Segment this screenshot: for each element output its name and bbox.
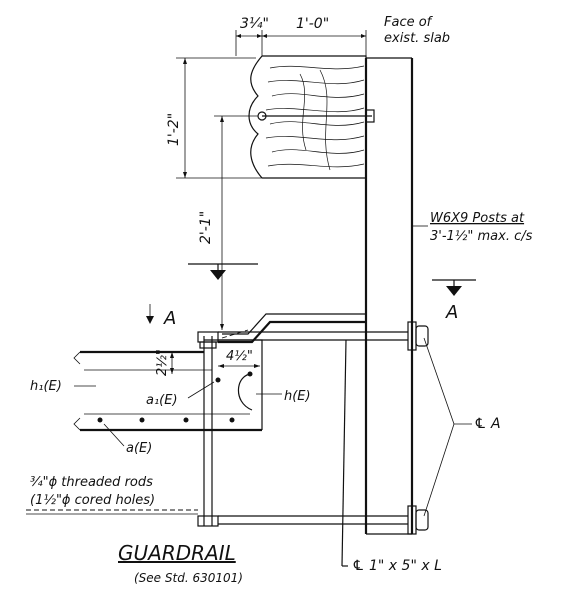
- threaded-rods-label-1: ¾"ϕ threaded rods: [30, 475, 153, 490]
- posts-spacing-label-1: W6X9 Posts at: [430, 211, 525, 226]
- rebar-a1-label: a₁(E): [146, 393, 178, 408]
- plate-dims-label: ℄ 1" x 5" x L: [352, 558, 442, 574]
- rebar-h-label: h(E): [284, 389, 311, 404]
- plate-a-label: ℄ A: [474, 416, 501, 432]
- threaded-rods: [197, 321, 429, 535]
- section-a-right-label: A: [445, 302, 458, 323]
- top-dimensions: [235, 30, 367, 56]
- face-of-slab-label-2: exist. slab: [384, 31, 450, 46]
- rail-bolt: [257, 109, 375, 123]
- rebar-a-label: a(E): [126, 441, 152, 456]
- plate-a-leader: [423, 337, 472, 517]
- steel-plate-1x5: [218, 313, 366, 567]
- dim-1-2-ft: 1'-2": [166, 113, 182, 146]
- timber-rail: [248, 55, 367, 179]
- posts-spacing-label-2: 3'-1½" max. c/s: [430, 229, 533, 244]
- dim-4-half-inch: 4½": [226, 349, 253, 364]
- dim-2-1-ft: 2'-1": [198, 211, 214, 244]
- section-a-left-label: A: [163, 308, 176, 329]
- face-of-slab-label-1: Face of: [384, 15, 434, 30]
- section-cut-left: [188, 263, 258, 280]
- dim-3-quarter-inch: 3¼": [240, 16, 269, 32]
- rebar-h1-label: h₁(E): [30, 379, 62, 394]
- section-a-left-arrow: [146, 304, 154, 324]
- left-dimensions: [176, 57, 262, 330]
- threaded-rods-label-2: (1½"ϕ cored holes): [30, 493, 155, 508]
- section-cut-right: [432, 279, 476, 296]
- drawing-subtitle: (See Std. 630101): [134, 571, 243, 585]
- w6x9-post: [364, 57, 414, 535]
- dim-1-foot: 1'-0": [296, 16, 329, 32]
- drawing-title: GUARDRAIL: [118, 541, 236, 565]
- slab-dimensions: [170, 352, 260, 374]
- dim-2-half-inch: 2½": [155, 349, 170, 376]
